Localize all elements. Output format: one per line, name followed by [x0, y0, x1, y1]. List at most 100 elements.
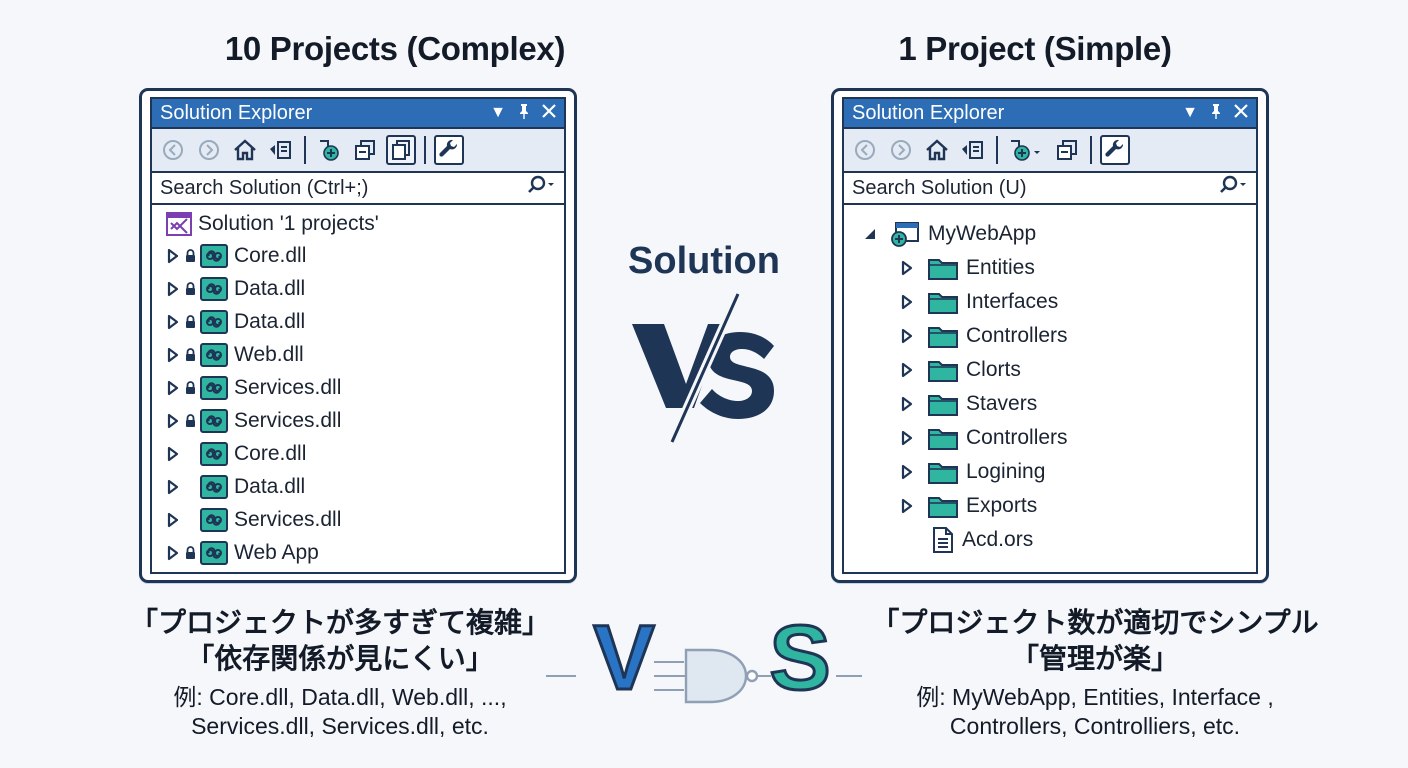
- expand-arrow-icon[interactable]: [166, 446, 180, 462]
- assembly-icon: [200, 243, 228, 268]
- assembly-node[interactable]: Services.dll: [166, 371, 564, 404]
- vs-emblem-text: VS: [0, 0, 1, 1]
- pending-changes-icon[interactable]: [314, 135, 344, 165]
- assembly-icon: [200, 375, 228, 400]
- home-icon[interactable]: [922, 135, 952, 165]
- properties-wrench-icon[interactable]: [1100, 135, 1130, 165]
- assembly-node[interactable]: Web App: [166, 536, 564, 569]
- folder-icon: [928, 324, 958, 348]
- assembly-label: Services.dll: [234, 507, 342, 531]
- close-icon[interactable]: [542, 104, 556, 122]
- collapse-all-icon[interactable]: [1052, 135, 1082, 165]
- right-toolbar: [844, 129, 1256, 173]
- expand-arrow-icon[interactable]: [900, 260, 914, 276]
- expand-arrow-icon[interactable]: [900, 498, 914, 514]
- expand-arrow-icon[interactable]: [166, 248, 180, 264]
- vs-switch-icon[interactable]: [266, 135, 296, 165]
- folder-node[interactable]: Controllers: [864, 421, 1256, 455]
- back-icon[interactable]: [158, 135, 188, 165]
- right-panel-title: Solution Explorer: [852, 101, 1005, 124]
- expand-arrow-icon[interactable]: [166, 347, 180, 363]
- folder-node[interactable]: Entities: [864, 251, 1256, 285]
- forward-icon[interactable]: [194, 135, 224, 165]
- search-icon[interactable]: [1218, 175, 1248, 201]
- expand-arrow-icon[interactable]: [900, 294, 914, 310]
- expand-arrow-icon[interactable]: [166, 281, 180, 297]
- bottom-s-letter: S: [768, 607, 832, 709]
- folder-node[interactable]: Stavers: [864, 387, 1256, 421]
- assembly-label: Data.dll: [234, 276, 306, 300]
- lock-icon: [184, 545, 196, 560]
- expand-arrow-icon[interactable]: [900, 430, 914, 446]
- folder-label: Clorts: [966, 358, 1021, 381]
- lock-icon: [184, 281, 196, 296]
- lock-icon: [184, 314, 196, 329]
- folder-label: Stavers: [966, 392, 1038, 415]
- properties-wrench-icon[interactable]: [434, 135, 464, 165]
- assembly-label: Core.dll: [234, 441, 307, 465]
- expand-arrow-icon[interactable]: [166, 413, 180, 429]
- assembly-node[interactable]: Services.dll: [166, 503, 564, 536]
- right-search-input[interactable]: Search Solution (U): [844, 173, 1256, 205]
- pin-icon[interactable]: [518, 103, 530, 123]
- file-node[interactable]: Acd.ors: [864, 523, 1256, 557]
- collapse-all-icon[interactable]: [350, 135, 380, 165]
- assembly-node[interactable]: Core.dll: [166, 437, 564, 470]
- folder-node[interactable]: Clorts: [864, 353, 1256, 387]
- left-example-line1: 例: Core.dll, Data.dll, Web.dll, ...,: [173, 684, 507, 710]
- left-caption-line2: 「依存関係が見にくい」: [186, 643, 494, 674]
- expand-arrow-icon[interactable]: [166, 479, 180, 495]
- expanded-arrow-icon[interactable]: [864, 228, 882, 240]
- lock-icon: [184, 248, 196, 263]
- bottom-v-letter: V: [592, 607, 656, 709]
- pending-changes-icon[interactable]: [1006, 135, 1046, 165]
- folder-node[interactable]: Interfaces: [864, 285, 1256, 319]
- folder-node[interactable]: Exports: [864, 489, 1256, 523]
- expand-arrow-icon[interactable]: [166, 380, 180, 396]
- assembly-node[interactable]: Data.dll: [166, 272, 564, 305]
- left-panel-title: Solution Explorer: [160, 101, 313, 124]
- folder-node[interactable]: Logining: [864, 455, 1256, 489]
- dropdown-icon[interactable]: ▼: [490, 104, 506, 121]
- folder-node[interactable]: Controllers: [864, 319, 1256, 353]
- vs-switch-icon[interactable]: [958, 135, 988, 165]
- dropdown-icon[interactable]: ▼: [1182, 104, 1198, 121]
- show-all-files-icon[interactable]: [386, 135, 416, 165]
- back-icon[interactable]: [850, 135, 880, 165]
- toolbar-separator: [424, 136, 426, 164]
- assembly-icon: [200, 309, 228, 334]
- assembly-node[interactable]: Web.dll: [166, 338, 564, 371]
- expand-arrow-icon[interactable]: [900, 328, 914, 344]
- expand-arrow-icon[interactable]: [166, 314, 180, 330]
- home-icon[interactable]: [230, 135, 260, 165]
- assembly-label: Data.dll: [234, 474, 306, 498]
- right-caption: 「プロジェクト数が適切でシンプル 「管理が楽」 例: MyWebApp, Ent…: [830, 605, 1360, 741]
- expand-arrow-icon[interactable]: [166, 512, 180, 528]
- close-icon[interactable]: [1234, 104, 1248, 122]
- solution-node[interactable]: Solution '1 projects': [166, 209, 564, 239]
- forward-icon[interactable]: [886, 135, 916, 165]
- assembly-label: Core.dll: [234, 243, 307, 267]
- folder-label: Entities: [966, 256, 1035, 279]
- solution-label: Solution '1 projects': [198, 212, 379, 235]
- assembly-node[interactable]: Data.dll: [166, 470, 564, 503]
- left-solution-explorer: Solution Explorer ▼: [139, 88, 577, 583]
- project-node[interactable]: MyWebApp: [864, 217, 1256, 251]
- left-heading: 10 Projects (Complex): [224, 30, 566, 67]
- expand-arrow-icon[interactable]: [166, 545, 180, 561]
- assembly-node[interactable]: Services.dll: [166, 404, 564, 437]
- expand-arrow-icon[interactable]: [900, 464, 914, 480]
- left-search-input[interactable]: Search Solution (Ctrl+;): [152, 173, 564, 205]
- right-search-placeholder: Search Solution (U): [852, 176, 1027, 199]
- folder-icon: [928, 256, 958, 280]
- vs-emblem: [632, 292, 774, 444]
- assembly-label: Data.dll: [234, 309, 306, 333]
- assembly-node[interactable]: Data.dll: [166, 305, 564, 338]
- search-icon[interactable]: [526, 175, 556, 201]
- lock-icon: [184, 347, 196, 362]
- pin-icon[interactable]: [1210, 103, 1222, 123]
- assembly-node[interactable]: Core.dll: [166, 239, 564, 272]
- expand-arrow-icon[interactable]: [900, 362, 914, 378]
- expand-arrow-icon[interactable]: [900, 396, 914, 412]
- lock-icon: [184, 413, 196, 428]
